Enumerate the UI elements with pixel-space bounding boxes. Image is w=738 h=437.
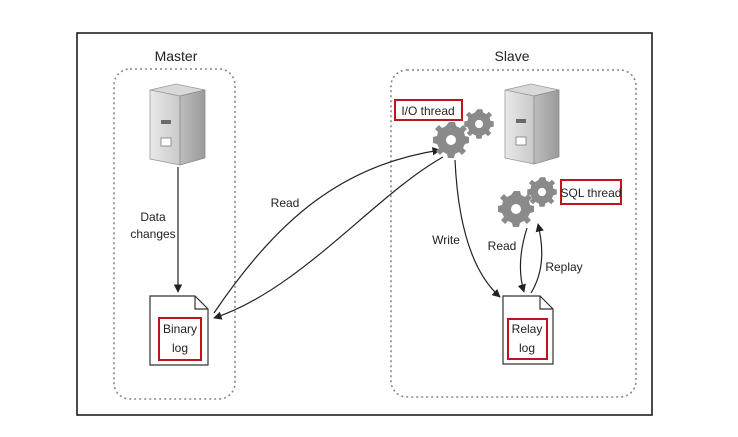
slave-title: Slave bbox=[494, 48, 529, 64]
io-thread-label: I/O thread bbox=[401, 104, 454, 118]
master-title: Master bbox=[155, 48, 198, 64]
relay-log-document-icon bbox=[502, 295, 554, 365]
sql-thread-gear-small-icon bbox=[527, 177, 557, 207]
io-thread-gear-icon bbox=[433, 122, 469, 158]
replay-arrow bbox=[530, 223, 544, 294]
replay-label: Replay bbox=[545, 260, 582, 274]
sql-thread-gear-icon bbox=[498, 191, 534, 227]
read-relay-label: Read bbox=[488, 239, 517, 253]
binary-log-label-line2: log bbox=[172, 341, 188, 355]
read-binlog-label: Read bbox=[271, 196, 300, 210]
write-relay-arrow bbox=[454, 159, 501, 298]
read-relay-arrow bbox=[517, 227, 528, 293]
relay-log-highlight bbox=[507, 318, 548, 360]
binary-log-highlight bbox=[158, 317, 202, 361]
binary-log-document-icon bbox=[149, 295, 209, 366]
binary-log-label-line1: Binary bbox=[163, 322, 197, 336]
master-group bbox=[113, 68, 236, 400]
io-thread-gear-small-icon bbox=[464, 109, 494, 139]
data-changes-label-line2: changes bbox=[130, 227, 175, 241]
master-server-icon bbox=[149, 83, 206, 166]
read-response-arrow bbox=[213, 156, 444, 320]
data-changes-label-line1: Data bbox=[140, 210, 166, 224]
sql-thread-highlight bbox=[560, 179, 622, 205]
relay-log-label-line2: log bbox=[519, 341, 535, 355]
io-thread-highlight bbox=[394, 99, 463, 121]
sql-thread-label: SQL thread bbox=[561, 186, 622, 200]
write-relay-label: Write bbox=[432, 233, 460, 247]
relay-log-label-line1: Relay bbox=[512, 322, 543, 336]
slave-group bbox=[390, 69, 637, 398]
read-request-arrow bbox=[213, 147, 441, 314]
slave-server-icon bbox=[504, 83, 560, 165]
